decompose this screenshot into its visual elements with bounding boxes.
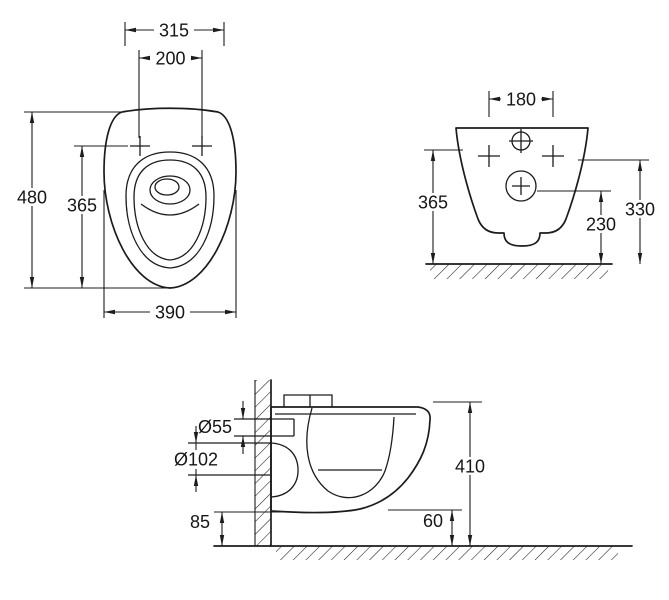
- water-line: [140, 203, 200, 216]
- outlet-hole: [505, 170, 537, 202]
- dim-label-back-width: 315: [159, 21, 189, 41]
- top-view-dimensions: 315 200 480 365 390: [12, 21, 237, 323]
- seat-fixing-cross-left: [130, 136, 150, 156]
- dim-top-height: 410: [433, 401, 492, 546]
- label-backplate: [154, 21, 194, 39]
- dim-right-height: 330: [578, 159, 660, 264]
- dim-label-right-height: 330: [625, 200, 655, 220]
- dim-label-outlet-diameter: Ø102: [174, 450, 218, 470]
- side-view-dimensions: Ø55 Ø102 85 410 60: [172, 401, 492, 546]
- label-backplate: [172, 450, 220, 469]
- dim-label-total-width: 390: [155, 303, 185, 323]
- dim-outlet-height: 230: [537, 190, 621, 264]
- dim-seat-hinge-spacing: 200: [138, 49, 203, 138]
- label-backplate: [150, 49, 191, 67]
- dim-inlet-diameter: Ø55: [198, 401, 246, 454]
- dim-seat-depth: 365: [62, 145, 128, 288]
- drain-hole-inner: [154, 178, 180, 196]
- dim-left-height: 365: [413, 149, 463, 264]
- label-backplate: [501, 90, 541, 108]
- top-fixing-hole: [509, 129, 533, 153]
- rear-view-dimensions: 180 365 330 230: [413, 90, 660, 264]
- ground-hatch: [430, 264, 608, 279]
- dim-label-left-height: 365: [418, 193, 448, 213]
- side-view: [188, 379, 633, 560]
- bowl-outline: [103, 107, 237, 289]
- seat-ring-outer: [125, 151, 215, 269]
- fixing-cross-left: [478, 145, 500, 167]
- fixing-cross-right: [542, 145, 564, 167]
- drain-hole: [149, 175, 191, 205]
- dim-label-inlet-diameter: Ø55: [198, 417, 232, 437]
- dim-total-width: 390: [103, 190, 237, 323]
- dim-fixing-holes-spacing: 180: [488, 90, 554, 117]
- label-backplate: [12, 188, 52, 206]
- label-backplate: [150, 303, 190, 321]
- seat-ring-inner: [133, 159, 207, 261]
- dim-total-depth: 480: [12, 111, 166, 289]
- label-backplate: [413, 193, 453, 211]
- dim-rear-bottom-height: 85: [190, 511, 282, 546]
- dim-label-front-bottom-height: 60: [423, 511, 443, 531]
- dim-label-total-depth: 480: [17, 188, 47, 208]
- toilet-profile: [270, 406, 431, 514]
- tank-outline: [455, 127, 589, 247]
- top-view: [103, 107, 237, 289]
- dim-label-top-height: 410: [455, 457, 485, 477]
- label-backplate: [581, 215, 621, 233]
- rear-view: [425, 127, 613, 279]
- dim-label-seat-hinge-spacing: 200: [155, 49, 185, 69]
- trap-curve: [270, 442, 299, 498]
- dim-front-bottom-height: 60: [388, 509, 462, 546]
- label-backplate: [448, 457, 492, 475]
- dim-label-fixing-holes-spacing: 180: [506, 90, 536, 110]
- dim-label-seat-depth: 365: [67, 196, 97, 216]
- dim-back-width: 315: [124, 21, 225, 46]
- inlet-block: [283, 394, 333, 407]
- ground-hatch: [276, 546, 618, 560]
- label-backplate: [62, 196, 102, 214]
- wall-hatch: [255, 380, 271, 546]
- label-backplate: [620, 200, 660, 218]
- dim-label-rear-bottom-height: 85: [190, 512, 210, 532]
- dim-outlet-diameter: Ø102: [172, 426, 220, 492]
- seat-fixing-cross-right: [192, 136, 212, 156]
- dim-label-outlet-height: 230: [586, 215, 616, 235]
- bowl-cavity: [306, 407, 395, 499]
